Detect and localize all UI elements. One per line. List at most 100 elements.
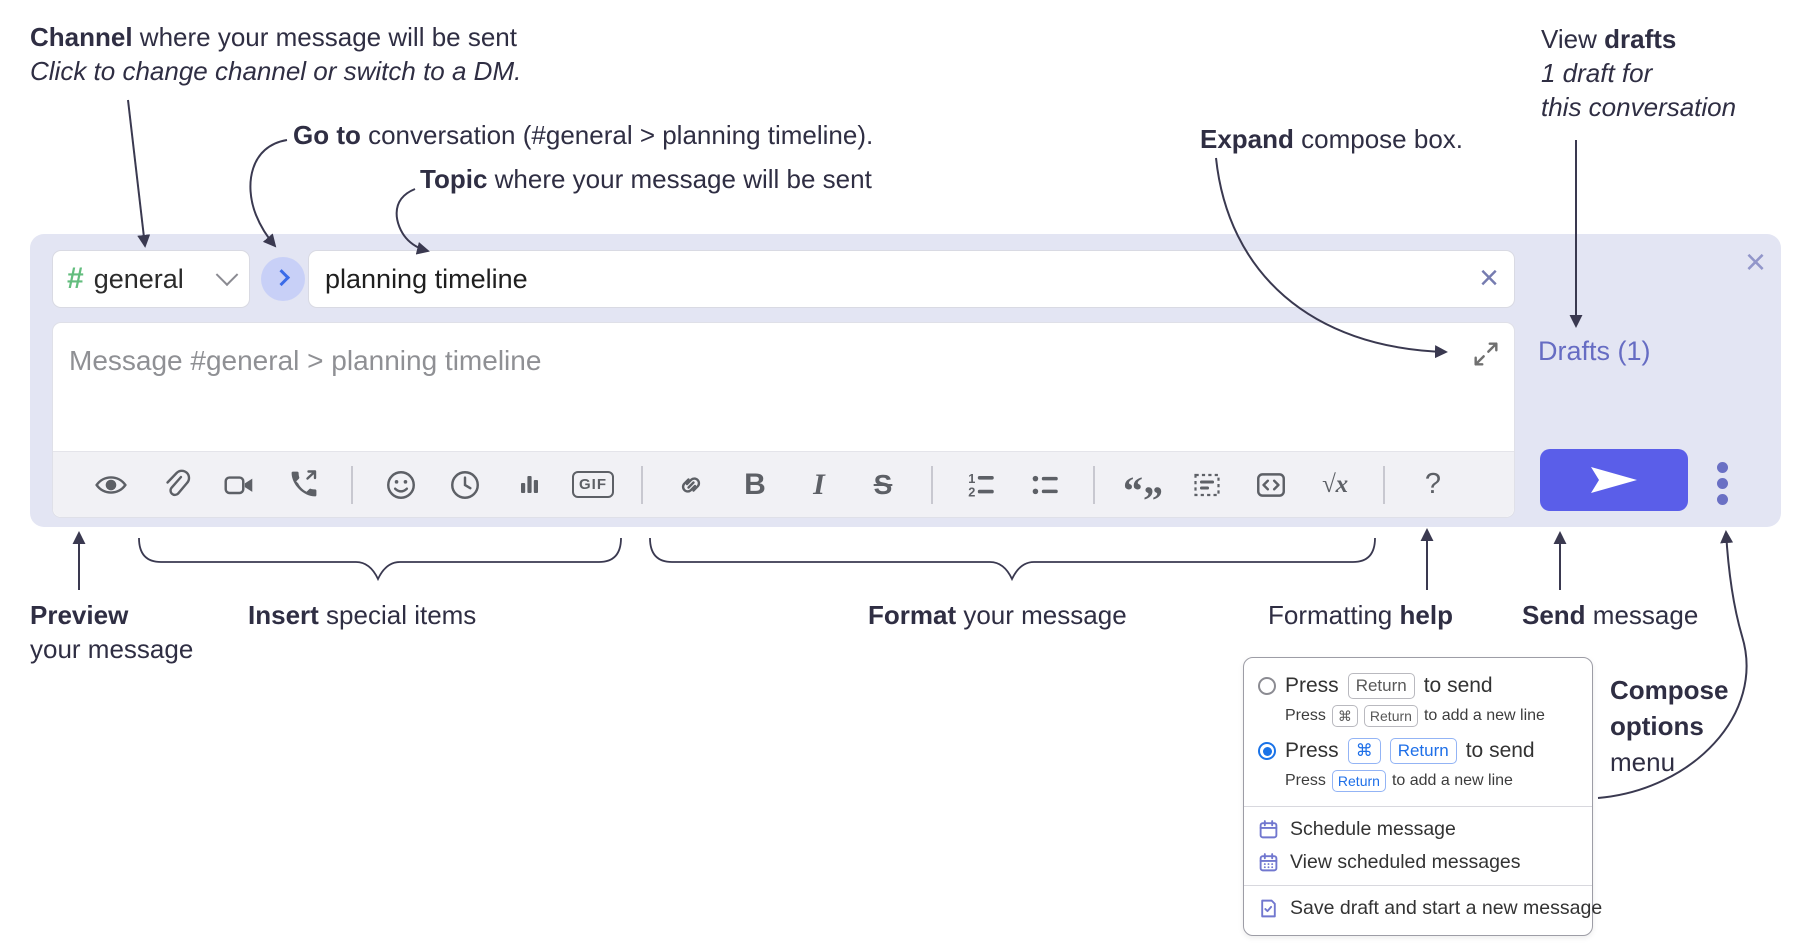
formatting-help-bold: help bbox=[1399, 600, 1453, 630]
goto-annotation: Go to conversation (#general > planning … bbox=[293, 118, 873, 152]
chevron-down-icon bbox=[215, 263, 239, 287]
goto-annotation-bold: Go to bbox=[293, 120, 361, 150]
send-annotation-rest: message bbox=[1585, 600, 1699, 630]
save-draft-icon bbox=[1261, 899, 1276, 918]
topic-field-wrap: × bbox=[308, 250, 1515, 308]
menu-item-label: Save draft and start a new message bbox=[1290, 897, 1603, 919]
to-send-label: to send bbox=[1465, 739, 1535, 762]
message-container: GIF B I S 12 “” bbox=[52, 322, 1515, 523]
emoji-icon[interactable] bbox=[379, 463, 423, 507]
drafts-link[interactable]: Drafts (1) bbox=[1538, 336, 1651, 366]
send-plane-icon bbox=[1591, 467, 1637, 493]
preview-annotation: Preview your message bbox=[30, 598, 193, 666]
send-annotation-bold: Send bbox=[1522, 600, 1586, 630]
go-to-conversation-button[interactable] bbox=[261, 257, 305, 301]
quote-open-glyph: “ bbox=[1123, 467, 1143, 513]
toolbar-divider bbox=[1093, 465, 1095, 504]
insert-annotation-rest: special items bbox=[318, 600, 477, 630]
cmd-key: ⌘ bbox=[1331, 705, 1358, 727]
quote-icon[interactable]: “” bbox=[1121, 463, 1165, 523]
save-draft-item[interactable]: Save draft and start a new message bbox=[1244, 892, 1602, 925]
poll-icon[interactable] bbox=[507, 463, 551, 507]
to-send-label: to send bbox=[1423, 674, 1493, 697]
expand-compose-icon[interactable] bbox=[1471, 339, 1501, 369]
to-add-new-line-label: to add a new line bbox=[1423, 707, 1545, 724]
channel-annotation: Channel where your message will be sent … bbox=[30, 20, 521, 88]
video-call-icon[interactable] bbox=[217, 463, 261, 507]
topic-annotation-bold: Topic bbox=[420, 164, 488, 194]
channel-annotation-bold: Channel bbox=[30, 22, 133, 52]
return-key: Return bbox=[1389, 738, 1457, 764]
calendar-grid-icon bbox=[1259, 853, 1278, 872]
schedule-message-item[interactable]: Schedule message bbox=[1244, 813, 1592, 846]
gif-icon[interactable]: GIF bbox=[571, 463, 615, 507]
popup-divider bbox=[1244, 806, 1592, 807]
link-icon[interactable] bbox=[669, 463, 713, 507]
message-formatting-help-icon[interactable]: ? bbox=[1424, 468, 1442, 500]
radio-selected-icon[interactable] bbox=[1258, 742, 1276, 760]
format-annotation: Format your message bbox=[868, 598, 1127, 632]
italic-icon[interactable]: I bbox=[813, 467, 825, 501]
close-compose-icon[interactable]: × bbox=[1744, 241, 1766, 282]
global-time-clock-icon[interactable] bbox=[443, 463, 487, 507]
insert-annotation: Insert special items bbox=[248, 598, 476, 632]
expand-annotation: Expand compose box. bbox=[1200, 122, 1463, 156]
format-annotation-rest: your message bbox=[956, 600, 1127, 630]
view-scheduled-messages-item[interactable]: View scheduled messages bbox=[1244, 846, 1592, 879]
drafts-annotation-line3: this conversation bbox=[1541, 92, 1737, 122]
channel-annotation-rest: where your message will be sent bbox=[132, 22, 517, 52]
preview-annotation-bold: Preview bbox=[30, 600, 129, 630]
formatting-help-annotation: Formatting help bbox=[1268, 598, 1453, 632]
strikethrough-icon[interactable]: S bbox=[873, 468, 893, 500]
compose-options-popup: Press Return to send Press ⌘ Return to a… bbox=[1243, 657, 1602, 936]
audio-call-icon[interactable] bbox=[281, 463, 325, 507]
enter-sends-subtext: Press ⌘ Return to add a new line bbox=[1244, 702, 1592, 735]
menu-item-label: Schedule message bbox=[1290, 818, 1456, 840]
calendar-icon bbox=[1259, 820, 1278, 839]
formatting-help-pre: Formatting bbox=[1268, 600, 1400, 630]
channel-hash-icon: # bbox=[67, 262, 84, 295]
preview-eye-icon[interactable] bbox=[89, 463, 133, 507]
to-add-new-line-label: to add a new line bbox=[1391, 772, 1513, 789]
channel-annotation-line1: Channel where your message will be sent bbox=[30, 20, 521, 54]
bold-icon[interactable]: B bbox=[744, 467, 766, 501]
compose-options-annotation: Compose options menu bbox=[1610, 672, 1728, 780]
cmd-enter-sends-option[interactable]: Press ⌘ Return to send bbox=[1244, 735, 1592, 767]
compose-options-line3: menu bbox=[1610, 747, 1676, 777]
popup-divider bbox=[1244, 885, 1592, 886]
channel-name: general bbox=[93, 263, 184, 294]
compose-options-menu-icon[interactable] bbox=[1711, 462, 1733, 505]
chevron-right-icon bbox=[273, 269, 291, 287]
spoiler-icon[interactable] bbox=[1185, 463, 1229, 507]
menu-item-label: View scheduled messages bbox=[1290, 851, 1521, 873]
send-annotation: Send message bbox=[1522, 598, 1698, 632]
code-icon[interactable] bbox=[1249, 463, 1293, 507]
format-annotation-bold: Format bbox=[868, 600, 957, 630]
channel-selector-button[interactable]: # general bbox=[52, 250, 250, 308]
compose-options-bold1: Compose bbox=[1610, 675, 1729, 705]
enter-sends-option[interactable]: Press Return to send bbox=[1244, 670, 1592, 702]
press-label: Press bbox=[1285, 707, 1326, 724]
topic-input[interactable] bbox=[308, 250, 1515, 308]
svg-text:1: 1 bbox=[968, 470, 975, 485]
toolbar-divider bbox=[931, 465, 933, 504]
math-icon[interactable]: √x bbox=[1321, 470, 1349, 498]
send-button[interactable] bbox=[1540, 449, 1688, 511]
compose-box: # general × × bbox=[30, 234, 1781, 527]
radio-unselected-icon[interactable] bbox=[1258, 677, 1276, 695]
attach-file-icon[interactable] bbox=[153, 463, 197, 507]
toolbar-divider bbox=[641, 465, 643, 504]
bulleted-list-icon[interactable] bbox=[1023, 463, 1067, 507]
expand-annotation-rest: compose box. bbox=[1293, 124, 1464, 154]
drafts-annotation-line2: 1 draft for bbox=[1541, 58, 1653, 88]
quote-close-glyph: ” bbox=[1143, 477, 1163, 523]
goto-annotation-rest: conversation (#general > planning timeli… bbox=[360, 120, 874, 150]
preview-annotation-line2: your message bbox=[30, 634, 194, 664]
message-input[interactable] bbox=[53, 323, 1514, 451]
return-key: Return bbox=[1347, 673, 1415, 699]
topic-annotation-rest: where your message will be sent bbox=[487, 164, 872, 194]
return-key: Return bbox=[1363, 705, 1418, 727]
clear-topic-icon[interactable]: × bbox=[1479, 259, 1499, 297]
